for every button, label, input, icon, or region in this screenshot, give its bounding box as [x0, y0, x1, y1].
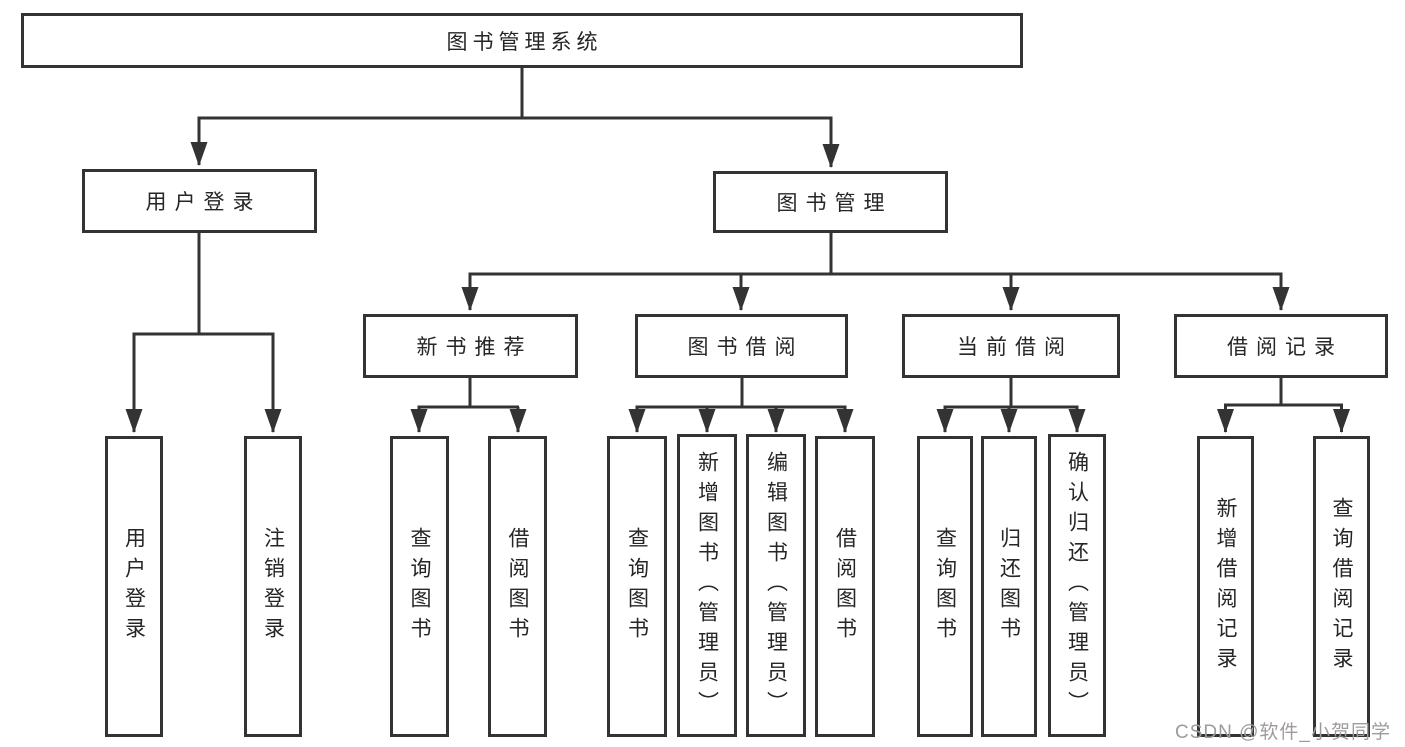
- leaf-newbooks-borrow-books-label: 借阅图书: [506, 526, 529, 647]
- leaf-return-books-label: 归还图书: [997, 526, 1021, 647]
- leaf-confirm-return-admin: 确认归还（管理员）: [1048, 434, 1106, 737]
- leaf-logout: 注销登录: [244, 436, 302, 737]
- leaf-logout-label: 注销登录: [261, 526, 285, 647]
- node-user-login-label: 用户登录: [145, 191, 262, 214]
- leaf-current-query-books: 查询图书: [917, 436, 973, 737]
- connector-new-books: [410, 378, 527, 433]
- node-new-books-label: 新书推荐: [416, 336, 533, 359]
- leaf-query-borrow-record: 查询借阅记录: [1313, 436, 1370, 737]
- leaf-query-borrow-record-label: 查询借阅记录: [1330, 496, 1353, 677]
- leaf-add-borrow-record-label: 新增借阅记录: [1214, 496, 1237, 677]
- leaf-newbooks-query-books-label: 查询图书: [408, 526, 431, 647]
- leaf-add-book-admin-label: 新增图书（管理员）: [695, 450, 719, 721]
- leaf-confirm-return-admin-label: 确认归还（管理员）: [1065, 450, 1089, 721]
- node-root-library-system: 图书管理系统: [21, 13, 1023, 68]
- leaf-newbooks-borrow-books: 借阅图书: [488, 436, 547, 737]
- node-current-borrow-label: 当前借阅: [957, 336, 1073, 359]
- leaf-borrow-query-books: 查询图书: [607, 436, 667, 737]
- leaf-borrow-borrow-books: 借阅图书: [815, 436, 875, 737]
- leaf-add-borrow-record: 新增借阅记录: [1197, 436, 1254, 737]
- leaf-borrow-borrow-books-label: 借阅图书: [833, 526, 857, 647]
- leaf-current-query-books-label: 查询图书: [933, 526, 957, 647]
- node-borrow-records: 借阅记录: [1174, 314, 1388, 378]
- node-root-label: 图书管理系统: [446, 30, 603, 54]
- leaf-user-login: 用户登录: [105, 436, 163, 737]
- connector-book-borrow: [628, 378, 854, 433]
- leaf-edit-book-admin-label: 编辑图书（管理员）: [764, 450, 788, 721]
- leaf-edit-book-admin: 编辑图书（管理员）: [746, 434, 806, 737]
- node-new-books: 新书推荐: [363, 314, 578, 378]
- connector-borrow-records: [1217, 378, 1350, 433]
- leaf-return-books: 归还图书: [981, 436, 1037, 737]
- csdn-watermark: CSDN @软件_小贺同学: [1175, 722, 1391, 743]
- node-book-management: 图书管理: [713, 171, 948, 233]
- connector-user-login: [125, 233, 282, 433]
- connector-current-borrow: [936, 378, 1086, 433]
- node-book-borrow-label: 图书借阅: [687, 336, 804, 359]
- leaf-newbooks-query-books: 查询图书: [390, 436, 449, 737]
- node-borrow-records-label: 借阅记录: [1227, 336, 1343, 359]
- connector-book-management: [461, 233, 1290, 311]
- connector-root: [190, 67, 840, 168]
- leaf-add-book-admin: 新增图书（管理员）: [677, 434, 737, 737]
- node-current-borrow: 当前借阅: [902, 314, 1120, 378]
- node-book-borrow: 图书借阅: [635, 314, 848, 378]
- node-user-login: 用户登录: [82, 169, 317, 233]
- node-book-management-label: 图书管理: [776, 192, 893, 215]
- leaf-user-login-label: 用户登录: [122, 526, 146, 647]
- leaf-borrow-query-books-label: 查询图书: [625, 526, 649, 647]
